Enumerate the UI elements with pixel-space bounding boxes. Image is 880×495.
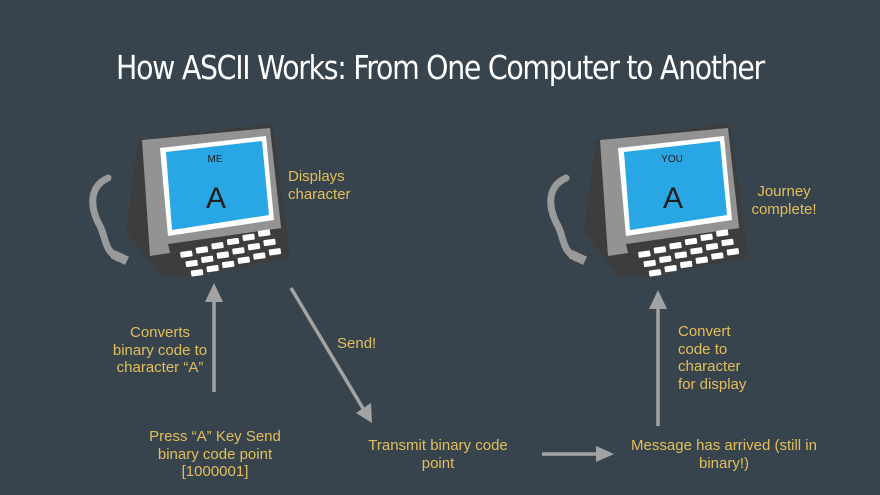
- label-message-arrived: Message has arrived (still in binary!): [631, 437, 817, 472]
- arrow-send: [289, 287, 372, 423]
- page-title: How ASCII Works: From One Computer to An…: [116, 48, 765, 87]
- computer-right-icon: [547, 124, 748, 278]
- label-converts-binary: Converts binary code to character “A”: [112, 324, 208, 376]
- label-transmit: Transmit binary code point: [368, 437, 508, 472]
- right-screen-character: A: [663, 182, 683, 215]
- left-screen-character: A: [206, 182, 226, 215]
- label-displays-character: Displays character: [288, 168, 351, 203]
- left-screen-small-label: ME: [208, 154, 223, 165]
- arrow-transmit: [542, 446, 614, 462]
- label-press-key: Press “A” Key Send binary code point [10…: [149, 428, 281, 480]
- computer-left-icon: [89, 124, 290, 278]
- label-journey-complete: Journey complete!: [751, 183, 817, 218]
- label-convert-display: Convert code to character for display: [678, 323, 747, 393]
- label-send: Send!: [337, 335, 377, 352]
- arrow-up-right: [649, 290, 667, 426]
- arrow-up-left: [205, 283, 223, 392]
- right-screen-small-label: YOU: [661, 154, 683, 165]
